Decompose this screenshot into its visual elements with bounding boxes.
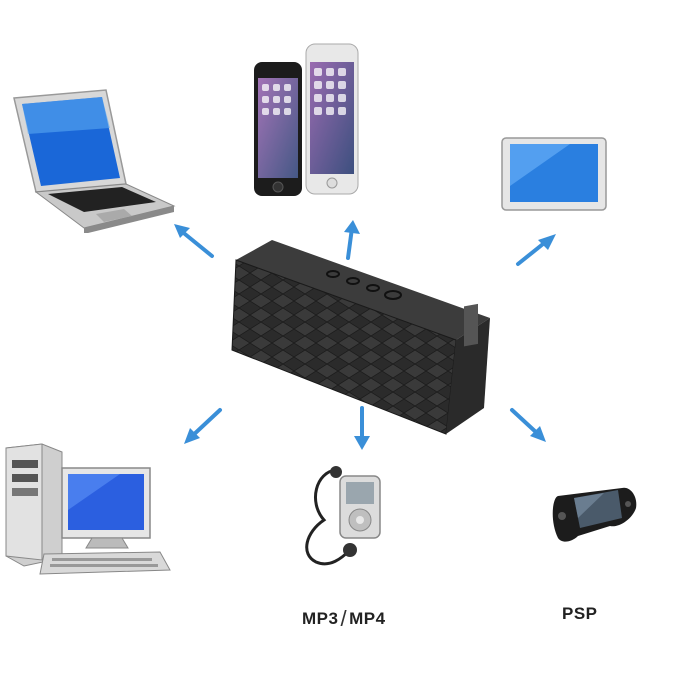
psp-label: PSP [562,604,598,624]
bluetooth-speaker-icon [228,238,498,438]
psp-console-icon [548,482,640,552]
arrow-icon [348,404,378,452]
arrow-icon [170,222,220,262]
mp3-text: MP3 [302,609,339,628]
laptop-icon [8,88,178,233]
smartphones-icon [252,40,362,200]
arrow-icon [506,404,550,444]
separator-text: / [340,606,348,631]
tablet-icon [500,136,610,216]
desktop-computer-icon [0,440,175,580]
arrow-icon [336,218,366,262]
arrow-icon [180,404,226,446]
mp4-text: MP4 [349,609,386,628]
arrow-icon [512,232,558,270]
mp3-player-icon [296,462,396,572]
mp3-mp4-label: MP3/MP4 [302,604,386,631]
psp-text: PSP [562,604,598,623]
